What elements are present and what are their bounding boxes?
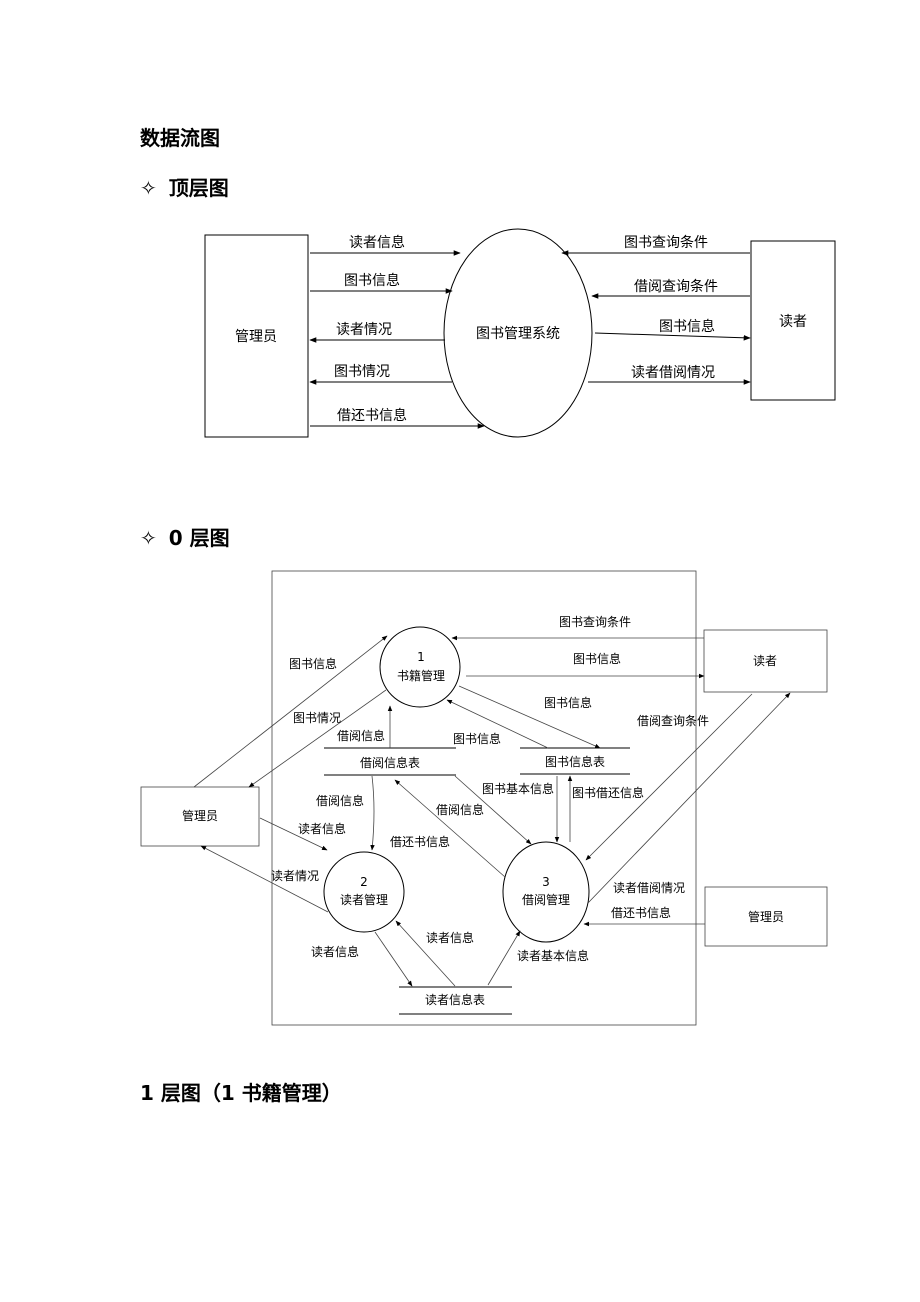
flow-arrow <box>587 692 791 904</box>
admin-entity-box-left <box>140 786 260 847</box>
flow-label: 图书借还信息 <box>572 785 644 800</box>
flow-arrow <box>259 817 328 851</box>
flow-arrow <box>585 693 753 861</box>
process-1-circle <box>379 626 461 708</box>
flow-label: 读者情况 <box>336 321 392 338</box>
bullet-icon: ✧ <box>140 176 157 200</box>
system-process-circle <box>443 228 593 438</box>
process-3-circle <box>502 841 590 943</box>
admin-entity-label: 管理员 <box>235 329 277 345</box>
flow-arrow <box>200 845 329 913</box>
bullet-icon: ✧ <box>140 526 157 550</box>
reader-entity-label: 读者 <box>753 654 777 668</box>
flow-label: 读者信息 <box>349 234 405 251</box>
flow-label: 图书信息 <box>544 695 592 710</box>
section-title: 0 层图 <box>168 526 230 550</box>
flow-arrow <box>458 685 601 749</box>
store-reader-label: 读者信息表 <box>425 992 485 1007</box>
section-heading-level0: ✧ 0 层图 <box>140 522 230 551</box>
flow-label: 借还书信息 <box>337 407 407 424</box>
flow-label: 图书情况 <box>293 711 341 725</box>
admin-entity-box <box>204 234 309 438</box>
section-heading-level1: 1 层图（1 书籍管理） <box>140 1081 342 1105</box>
flow-label: 借阅查询条件 <box>637 714 709 728</box>
level0-diagram: 1 书籍管理 2 读者管理 3 借阅管理 读者 管理员 管理员 借阅信息表 图书… <box>140 570 828 1026</box>
system-process-label: 图书管理系统 <box>476 326 560 342</box>
process-2-circle <box>323 851 405 933</box>
flow-label: 图书信息 <box>344 272 400 289</box>
process-2-number: 2 <box>360 875 368 889</box>
flow-arrow <box>487 930 521 986</box>
flow-label: 读者情况 <box>271 869 319 883</box>
flow-label: 图书基本信息 <box>482 781 554 796</box>
reader-entity-box <box>750 240 836 401</box>
system-boundary <box>271 570 697 1026</box>
flow-label: 借阅信息 <box>436 802 484 817</box>
flow-label: 图书情况 <box>334 364 390 380</box>
flow-arrow <box>594 332 751 341</box>
section-heading-top-level: ✧ 顶层图 <box>140 172 229 201</box>
flow-label: 图书查询条件 <box>624 234 708 251</box>
flow-label: 读者信息 <box>298 821 346 836</box>
store-borrow-label: 借阅信息表 <box>360 755 420 770</box>
flow-label: 读者借阅情况 <box>631 364 715 381</box>
page-title: 数据流图 <box>140 126 220 150</box>
flow-arrow <box>394 779 506 878</box>
flow-label: 借还书信息 <box>611 905 671 920</box>
flow-label: 读者信息 <box>311 944 359 959</box>
reader-entity-box <box>703 629 828 693</box>
flow-arrow <box>248 689 387 788</box>
section-title: 顶层图 <box>168 176 229 200</box>
top-level-diagram: 管理员 图书管理系统 读者 读者信息 图书信息 读者情况 图书情况 借还书信息 … <box>204 228 836 438</box>
flow-label: 图书信息 <box>289 656 337 671</box>
flow-label: 读者基本信息 <box>517 948 589 963</box>
flow-label: 读者信息 <box>426 930 474 945</box>
flow-label: 图书信息 <box>453 731 501 746</box>
flow-arrow <box>193 635 388 788</box>
process-2-label: 读者管理 <box>340 892 388 907</box>
flow-label: 图书查询条件 <box>559 615 631 629</box>
flow-arrow <box>370 775 375 851</box>
flow-label: 读者借阅情况 <box>613 881 685 895</box>
process-3-label: 借阅管理 <box>522 892 570 907</box>
flow-arrow <box>374 931 413 987</box>
flow-label: 图书信息 <box>659 318 715 335</box>
flow-label: 借阅信息 <box>316 793 364 808</box>
reader-entity-label: 读者 <box>779 313 807 330</box>
flow-arrow <box>454 775 532 845</box>
admin-entity-label-left: 管理员 <box>182 808 218 823</box>
flow-label: 借阅信息 <box>337 728 385 743</box>
flow-label: 借还书信息 <box>390 834 450 849</box>
flow-arrow <box>395 920 456 987</box>
flow-arrow <box>446 699 549 749</box>
store-book-label: 图书信息表 <box>545 754 605 769</box>
flow-label: 借阅查询条件 <box>634 278 718 295</box>
admin-entity-label-right: 管理员 <box>748 909 784 924</box>
process-3-number: 3 <box>542 875 550 889</box>
process-1-number: 1 <box>417 650 425 664</box>
admin-entity-box-right <box>704 886 828 947</box>
flow-label: 图书信息 <box>573 651 621 666</box>
process-1-label: 书籍管理 <box>397 668 445 683</box>
